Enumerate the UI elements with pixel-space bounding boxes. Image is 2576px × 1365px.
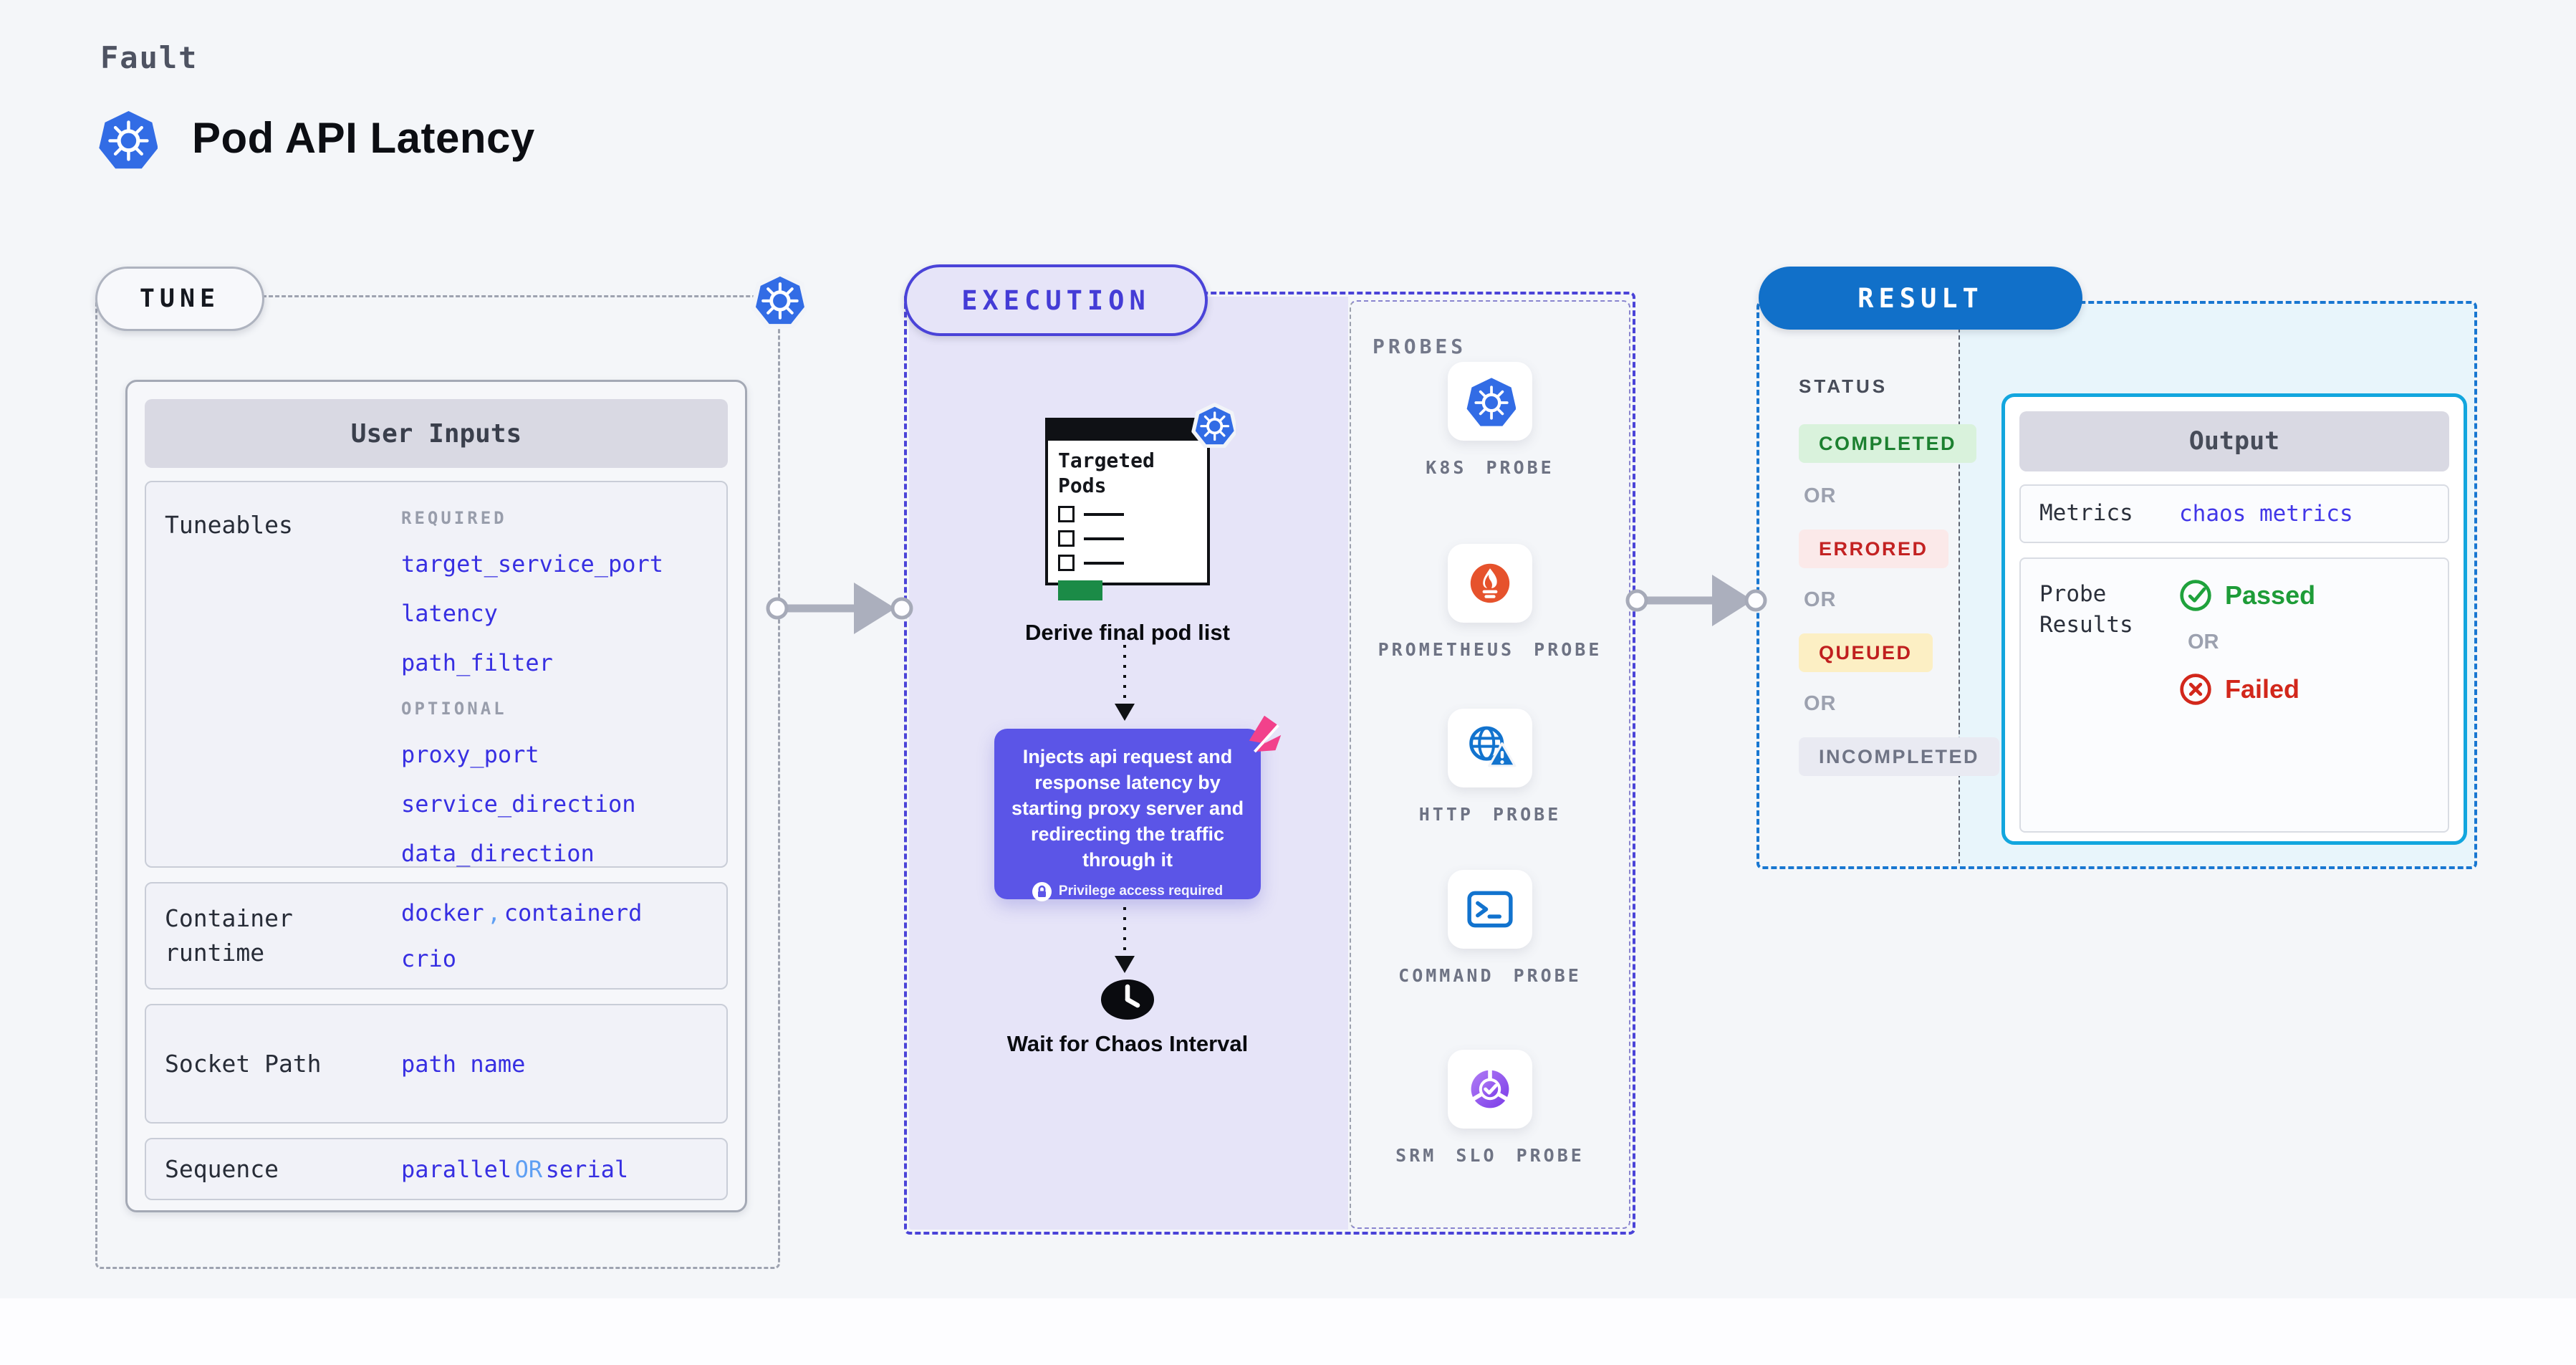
sequence-value: parallel — [401, 1155, 512, 1183]
kubernetes-icon — [1187, 398, 1236, 448]
status-label: STATUS — [1799, 375, 1888, 397]
result-badge: RESULT — [1759, 267, 2082, 330]
or-label: OR — [1804, 692, 1837, 715]
tune-badge: TUNE — [95, 267, 264, 331]
probe-name: COMMAND PROBE — [1398, 965, 1582, 986]
globe-warning-icon — [1461, 719, 1519, 777]
kubernetes-icon — [745, 265, 807, 328]
targeted-pods-title: Targeted Pods — [1058, 449, 1155, 497]
probe-item: SRM SLO PROBE — [1351, 1050, 1629, 1169]
status-badge: INCOMPLETED — [1799, 737, 2000, 776]
status-badge: COMPLETED — [1799, 424, 1977, 463]
x-circle-icon — [2180, 674, 2211, 705]
check-circle-icon — [2180, 580, 2211, 611]
tuneables-label: Tuneables — [165, 511, 293, 539]
or-connector: OR — [514, 1155, 543, 1183]
checkbox-icon — [1058, 555, 1075, 571]
failed-label: Failed — [2225, 674, 2300, 704]
result-section: STATUS COMPLETED OR ERRORED OR QUEUED OR… — [1756, 301, 2477, 869]
probe-item: HTTP PROBE — [1351, 709, 1629, 828]
optional-label: OPTIONAL — [401, 699, 507, 719]
socket-path-row: Socket Path path name — [145, 1004, 728, 1124]
metrics-label: Metrics — [2039, 500, 2133, 527]
terminal-icon — [1462, 881, 1518, 937]
container-runtime-row: Container runtime docker , containerd cr… — [145, 882, 728, 990]
runtime-value: containerd — [504, 899, 643, 926]
user-inputs-header: User Inputs — [145, 399, 728, 468]
socket-path-label: Socket Path — [165, 1049, 322, 1078]
probes-panel: PROBES K8S PROBE PROMETHEUS PROBE HTTP P… — [1350, 300, 1630, 1229]
sequence-value: serial — [545, 1155, 629, 1183]
page-title: Pod API Latency — [192, 114, 535, 162]
list-line — [1084, 561, 1124, 565]
or-label: OR — [1804, 484, 1837, 507]
runtime-value: crio — [401, 945, 457, 972]
slo-pie-check-icon — [1461, 1060, 1519, 1118]
metrics-value: chaos metrics — [2179, 501, 2353, 527]
tuneables-row: Tuneables REQUIRED target_service_port l… — [145, 481, 728, 868]
probe-name: HTTP PROBE — [1418, 804, 1562, 825]
wait-chaos-caption: Wait for Chaos Interval — [1006, 1031, 1249, 1056]
tune-section — [95, 295, 780, 1269]
targeted-pods-document: Targeted Pods — [1045, 418, 1210, 600]
sequence-label: Sequence — [165, 1154, 279, 1183]
probes-label: PROBES — [1373, 335, 1467, 358]
checkbox-icon — [1058, 530, 1075, 547]
output-header: Output — [2019, 411, 2449, 471]
fault-kicker: Fault — [100, 40, 198, 75]
runtime-value: docker — [401, 899, 484, 926]
lock-icon — [1032, 881, 1052, 901]
derive-pod-list-caption: Derive final pod list — [1025, 620, 1230, 645]
checkbox-icon — [1058, 506, 1075, 522]
passed-label: Passed — [2225, 580, 2316, 610]
tuneable-value: proxy_port — [401, 741, 539, 768]
prometheus-icon — [1461, 555, 1519, 612]
probe-results-label: Probe Results — [2039, 581, 2133, 638]
list-line — [1084, 537, 1124, 540]
clock-icon — [1099, 977, 1156, 1023]
output-panel: Output Metrics chaos metrics Probe Resul… — [2001, 393, 2467, 845]
privilege-note: Privilege access required — [1058, 883, 1224, 899]
bottom-strip — [0, 1298, 2576, 1365]
or-label: OR — [1804, 588, 1837, 611]
required-label: REQUIRED — [401, 508, 507, 528]
kubernetes-icon — [96, 107, 158, 171]
user-inputs-card: User Inputs Tuneables REQUIRED target_se… — [125, 380, 747, 1212]
tuneable-value: target_service_port — [401, 550, 664, 578]
separator: , — [487, 899, 501, 926]
probe-name: PROMETHEUS PROBE — [1378, 639, 1602, 660]
result-separator — [1959, 307, 1960, 863]
metrics-row: Metrics chaos metrics — [2019, 484, 2449, 543]
probe-item: PROMETHEUS PROBE — [1351, 544, 1629, 663]
chaos-icon — [1249, 715, 1282, 753]
probe-name: SRM SLO PROBE — [1395, 1145, 1585, 1166]
document-titlebar — [1045, 418, 1210, 441]
container-runtime-label: Container runtime — [165, 904, 293, 967]
inject-latency-box: Injects api request and response latency… — [994, 715, 1282, 901]
probe-item: COMMAND PROBE — [1351, 870, 1629, 989]
sequence-row: Sequence parallel OR serial — [145, 1138, 728, 1200]
list-line — [1084, 512, 1124, 516]
execution-section: Targeted Pods Derive final pod list Inje… — [904, 292, 1635, 1235]
tuneable-value: latency — [401, 600, 498, 627]
probe-item: K8S PROBE — [1351, 362, 1629, 481]
status-badge: ERRORED — [1799, 530, 1948, 568]
progress-bar — [1058, 580, 1102, 600]
execution-badge: EXECUTION — [904, 264, 1208, 336]
kubernetes-icon — [1464, 375, 1516, 428]
tuneable-value: path_filter — [401, 649, 553, 676]
or-label: OR — [2188, 631, 2219, 653]
tuneable-value: data_direction — [401, 840, 595, 867]
tuneable-value: service_direction — [401, 790, 636, 818]
probe-results-row: Probe Results Passed OR — [2019, 557, 2449, 833]
socket-path-value: path name — [401, 1050, 526, 1078]
status-badge: QUEUED — [1799, 633, 1933, 672]
inject-latency-text: Injects api request and response latency… — [1011, 746, 1244, 871]
probe-name: K8S PROBE — [1426, 457, 1554, 478]
